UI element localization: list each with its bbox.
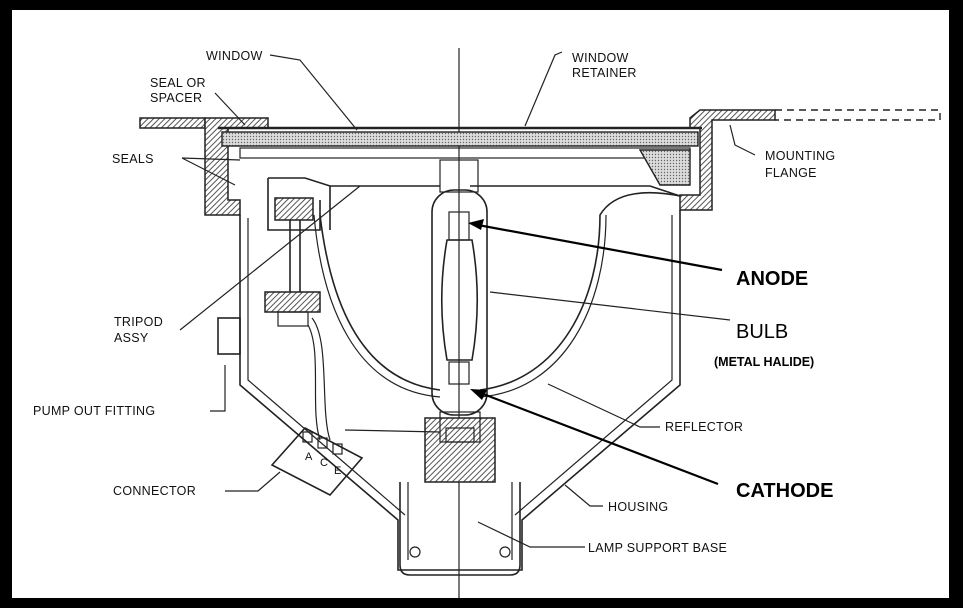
tripod-plate bbox=[267, 177, 681, 231]
label-pump-out-fitting: PUMP OUT FITTING bbox=[33, 404, 155, 418]
arc-tube bbox=[440, 239, 479, 361]
label-mounting-flange-1: MOUNTING bbox=[765, 149, 835, 163]
label-mounting-flange-2: FLANGE bbox=[765, 166, 817, 180]
connector-pin-e: E bbox=[334, 465, 341, 477]
reflector bbox=[319, 191, 681, 391]
bulb-outer bbox=[431, 189, 488, 416]
window-glass bbox=[221, 131, 699, 147]
label-seal-or-spacer-2: SPACER bbox=[150, 91, 202, 105]
mounting-flange-right bbox=[775, 109, 941, 121]
pump-out-fitting bbox=[217, 317, 241, 355]
label-window-retainer-1: WINDOW bbox=[572, 51, 629, 65]
label-anode: ANODE bbox=[736, 268, 808, 290]
connector-pin-c: C bbox=[320, 457, 328, 469]
label-seals: SEALS bbox=[112, 152, 154, 166]
label-window-retainer-2: RETAINER bbox=[572, 66, 637, 80]
label-tripod-assy-1: TRIPOD bbox=[114, 315, 163, 329]
inner-frame-right-wedge bbox=[638, 149, 691, 186]
label-connector: CONNECTOR bbox=[113, 484, 196, 498]
connector-pin-a: A bbox=[305, 451, 313, 463]
label-cathode: CATHODE bbox=[736, 480, 833, 502]
diagram-panel bbox=[12, 10, 949, 598]
tripod-bolt-head bbox=[274, 197, 314, 221]
label-window: WINDOW bbox=[206, 49, 263, 63]
label-reflector: REFLECTOR bbox=[665, 420, 743, 434]
lamp-support-base bbox=[399, 482, 521, 576]
seal-spacer-right bbox=[679, 109, 776, 211]
tripod-clamp bbox=[264, 291, 321, 313]
label-lamp-support-base: LAMP SUPPORT BASE bbox=[588, 541, 727, 555]
seal-spacer-left bbox=[204, 117, 269, 216]
inner-frame bbox=[239, 147, 691, 159]
label-metal-halide: (METAL HALIDE) bbox=[714, 355, 814, 369]
label-tripod-assy-2: ASSY bbox=[114, 331, 149, 345]
connector: A C E bbox=[270, 427, 364, 497]
lamp-socket bbox=[424, 417, 496, 483]
housing-body bbox=[239, 210, 681, 571]
mounting-flange-left bbox=[139, 117, 206, 129]
label-housing: HOUSING bbox=[608, 500, 668, 514]
label-seal-or-spacer-1: SEAL OR bbox=[150, 76, 206, 90]
wires bbox=[307, 317, 441, 441]
label-bulb: BULB bbox=[736, 321, 788, 343]
